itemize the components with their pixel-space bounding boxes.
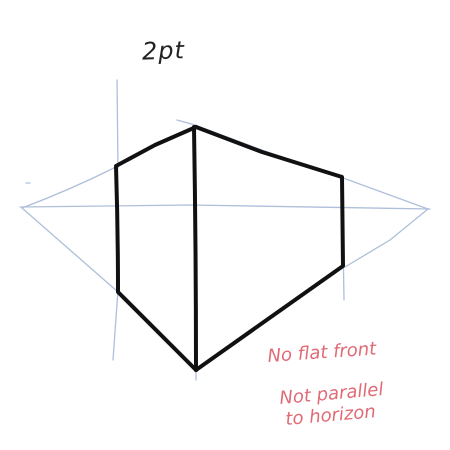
left-vanishing-upper	[21, 165, 119, 209]
box-left-face	[114, 125, 198, 372]
box-front-edge	[192, 125, 198, 372]
box-right-face	[194, 125, 345, 372]
guide-lines	[19, 79, 431, 381]
note-line-1: No flat front	[267, 338, 378, 367]
box-outline	[114, 125, 345, 372]
horizon-line	[19, 204, 431, 210]
left-vertical-guide	[112, 79, 119, 361]
title-2pt: 2pt	[141, 36, 185, 66]
left-vanishing-lower	[21, 207, 119, 293]
notes: No flat front Not parallel to horizon	[267, 338, 384, 430]
right-vanishing-lower	[344, 208, 429, 268]
